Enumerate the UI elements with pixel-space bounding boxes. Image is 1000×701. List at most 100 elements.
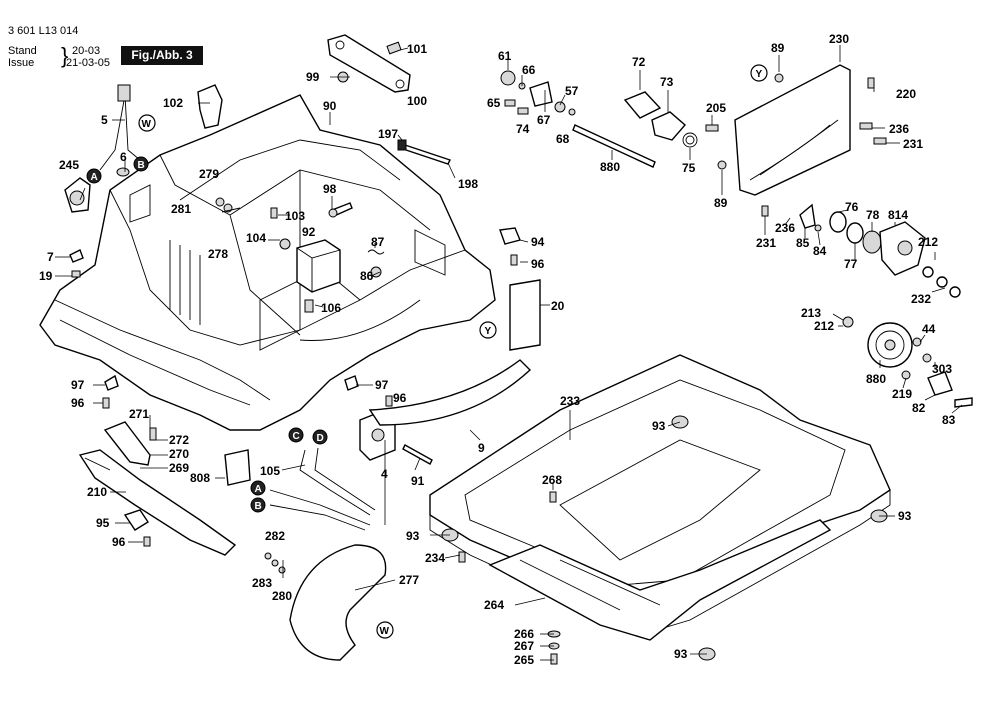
part-label: 210 <box>87 485 107 499</box>
part-label: 78 <box>866 208 880 222</box>
part-label: 93 <box>674 647 688 661</box>
part-label: 219 <box>892 387 912 401</box>
part-label: 104 <box>246 231 266 245</box>
svg-text:W: W <box>142 119 152 130</box>
part-279-281 <box>215 197 241 213</box>
part-97b <box>344 375 359 391</box>
part-label: 68 <box>556 132 570 146</box>
part-label: 84 <box>813 244 827 258</box>
part-label: 220 <box>896 87 916 101</box>
part-label: 97 <box>375 378 389 392</box>
svg-text:Y: Y <box>756 69 763 80</box>
part-label: 282 <box>265 529 285 543</box>
part-label: 278 <box>208 247 228 261</box>
part-label: 231 <box>756 236 776 250</box>
part-label: 73 <box>660 75 674 89</box>
screw-96d <box>385 395 393 407</box>
part-label: 97 <box>71 378 85 392</box>
bracket-95 <box>123 509 149 531</box>
screw-96b <box>102 397 110 409</box>
part-label: 82 <box>912 401 926 415</box>
marker-b-top: B <box>133 156 149 172</box>
part-label: 264 <box>484 598 504 612</box>
stand-label: Stand <box>8 45 37 57</box>
switch-245 <box>64 177 91 213</box>
part-label: 98 <box>323 182 337 196</box>
part-label: 96 <box>112 535 126 549</box>
svg-text:C: C <box>293 431 300 442</box>
cover-9 <box>368 359 532 426</box>
part-label: 6 <box>120 150 127 164</box>
screw-96a <box>510 254 518 266</box>
svg-text:A: A <box>255 484 262 495</box>
part-label: 99 <box>306 70 320 84</box>
washer-57-68 <box>554 101 576 116</box>
part-label: 234 <box>425 551 445 565</box>
part-label: 277 <box>399 573 419 587</box>
part-label: 85 <box>796 236 810 250</box>
part-label: 44 <box>922 322 936 336</box>
screw-101 <box>386 41 402 55</box>
bolt-72 <box>623 91 662 119</box>
part-label: 93 <box>406 529 420 543</box>
screw-19 <box>71 270 81 278</box>
plate-100 <box>327 34 411 93</box>
figure-badge: Fig./Abb. 3 <box>121 46 203 65</box>
part-label: 105 <box>260 464 280 478</box>
grid-plate-264 <box>488 519 832 641</box>
part-label: 75 <box>682 161 696 175</box>
screw-96c <box>143 536 151 547</box>
clip-7 <box>69 249 84 263</box>
screw-205 <box>705 124 719 132</box>
bracket: } <box>61 43 69 68</box>
part-label: 269 <box>169 461 189 475</box>
part-label: 814 <box>888 208 908 222</box>
part-label: 91 <box>411 474 425 488</box>
part-label: 87 <box>371 235 385 249</box>
part-label: 268 <box>542 473 562 487</box>
perforated-grid <box>559 439 761 561</box>
part-label: 101 <box>407 42 427 56</box>
rod-880 <box>572 124 656 168</box>
screws-220-236-231 <box>761 77 887 217</box>
part-label: 198 <box>458 177 478 191</box>
stack-265-267 <box>547 630 561 665</box>
part-label: 272 <box>169 433 189 447</box>
part-label: 283 <box>252 576 272 590</box>
part-label: 233 <box>560 394 580 408</box>
main-housing <box>39 94 496 431</box>
part-label: 96 <box>393 391 407 405</box>
screw-98 <box>328 202 353 218</box>
nut-213 <box>842 316 854 328</box>
latch-94 <box>499 227 521 245</box>
washer-89b <box>774 73 784 83</box>
nut-104 <box>279 238 291 250</box>
part-label: 266 <box>514 627 534 641</box>
spring-87 <box>367 249 385 255</box>
svg-text:A: A <box>91 172 98 183</box>
part-label: 96 <box>71 396 85 410</box>
part-label: 9 <box>478 441 485 455</box>
svg-text:W: W <box>380 626 390 637</box>
stand-date: 20-03 <box>72 45 101 57</box>
part-label: 303 <box>932 362 952 376</box>
bracket-270-269 <box>103 421 157 466</box>
marker-y-top: Y <box>750 64 768 82</box>
part-label: 93 <box>898 509 912 523</box>
part-label: 7 <box>47 250 54 264</box>
part-label: 231 <box>903 137 923 151</box>
part-label: 265 <box>514 653 534 667</box>
marker-w-top: W <box>138 114 156 132</box>
screw-268 <box>549 491 557 503</box>
svg-text:B: B <box>255 501 262 512</box>
leader-lines <box>55 45 963 661</box>
spring-75 <box>682 132 698 148</box>
washers-76-77 <box>829 211 864 244</box>
washer-78 <box>862 230 882 254</box>
part-label: 94 <box>531 235 545 249</box>
part-label: 236 <box>775 221 795 235</box>
marker-c: C <box>288 427 304 443</box>
part-label: 89 <box>771 41 785 55</box>
part-label: 880 <box>600 160 620 174</box>
screw-234 <box>458 551 466 563</box>
